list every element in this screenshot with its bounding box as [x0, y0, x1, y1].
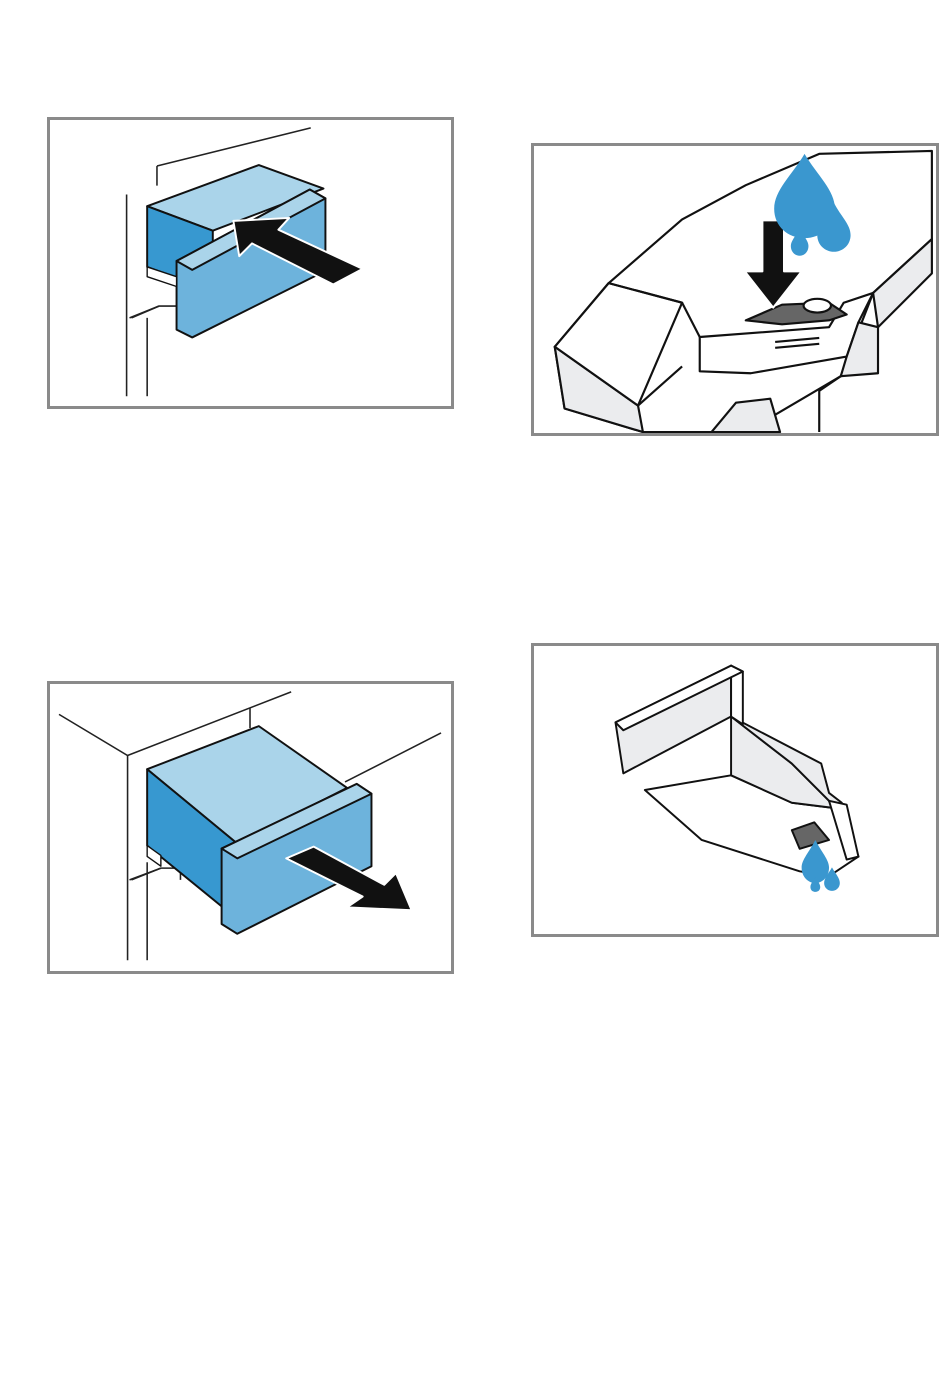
illustration-insert-drawer: [47, 117, 454, 409]
pour-liquid-drawing: [534, 146, 936, 433]
remove-drawer-drawing: [50, 684, 451, 971]
insert-drawer-drawing: [50, 120, 451, 406]
illustration-pour-liquid: [531, 143, 939, 436]
illustration-siphon-drip: [531, 643, 939, 937]
siphon-drip-drawing: [534, 646, 936, 934]
illustration-remove-drawer: [47, 681, 454, 974]
